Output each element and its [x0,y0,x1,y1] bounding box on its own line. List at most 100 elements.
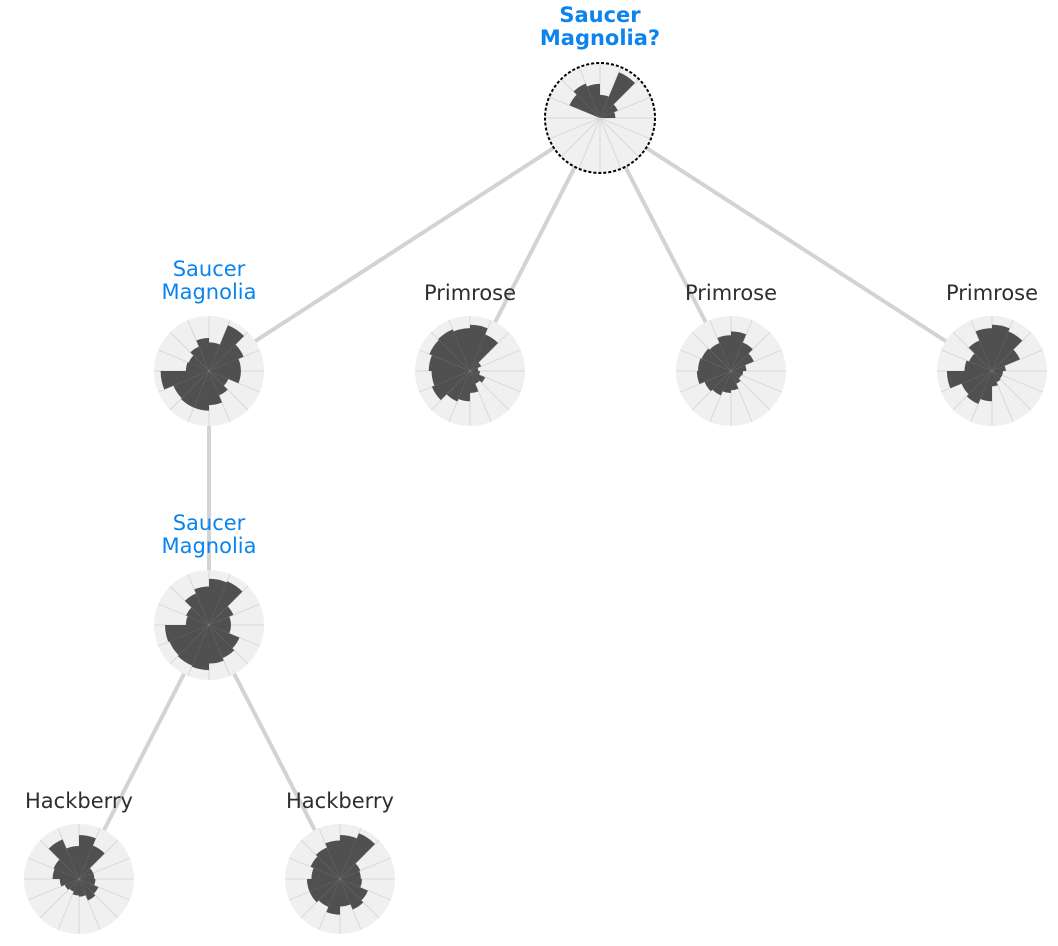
glyph-wedge [79,879,86,897]
glyph-grid-spoke [318,878,341,931]
glyph-grid-spoke [599,117,652,140]
glyph-wedge [209,371,241,384]
glyph-grid-spoke [318,827,341,880]
glyph-grid-spoke [730,370,783,393]
glyph-wedge [458,371,470,402]
glyph-wedge [193,371,209,411]
glyph-wedge [310,856,340,879]
glyph-wedge [64,879,79,890]
glyph-grid-spoke [208,585,249,626]
node-label-hackberry-1: Hackberry [25,789,133,813]
glyph-wedge [340,879,351,907]
glyph-wedge [600,112,616,118]
glyph-wedge [470,362,482,371]
glyph-wedge [992,365,1006,371]
glyph-wedge [696,371,731,385]
glyph-wedge [209,371,229,386]
node-label-saucer-magnolia-2: Saucer Magnolia [161,511,257,558]
glyph-wedge [438,329,470,371]
glyph-wedge [181,371,209,408]
glyph-wedge [209,606,234,625]
glyph-wedge [731,371,742,379]
glyph-wedge [470,371,486,383]
glyph-wedge [946,371,992,389]
glyph-wedge [194,586,209,625]
glyph-wedge [185,616,209,625]
glyph-wedge [712,371,731,396]
glyph-grid-spoke [548,96,601,119]
glyph-wedge [190,346,209,371]
glyph-wedge [325,840,340,879]
glyph-wedge [586,83,600,118]
tree-edges [77,116,994,880]
glyph-wedge [340,879,362,888]
glyph-wedge [48,839,79,879]
glyph-wedge [992,371,1003,376]
glyph-grid-spoke [578,117,601,170]
glyph-wedge [731,371,739,391]
glyph-wedge [318,879,340,907]
glyph-grid-spoke [187,573,210,626]
glyph-wedge [79,868,94,879]
glyph-grid-spoke [78,878,131,901]
glyph-wedge [701,348,731,371]
glyph-wedge [992,331,1023,371]
glyph-wedge [79,873,95,879]
glyph-wedge [428,355,470,371]
glyph-wedge [209,342,220,371]
glyph-wedge [72,879,79,896]
glyph-wedge [340,833,375,879]
glyph-wedge [731,342,753,371]
glyph-wedge [964,360,992,371]
glyph-wedge [209,625,232,634]
glyph-wedge [992,371,998,387]
glyph-grid-spoke [548,117,601,140]
glyph-wedge [573,83,600,118]
glyph-wedge [992,371,1003,379]
glyph-wedge [470,334,498,371]
glyph-wedge [569,94,600,118]
glyph-grid-spoke [339,878,362,931]
glyph-wedge [722,371,731,393]
glyph-grid-spoke [599,117,622,170]
glyph-wedge [992,324,1010,371]
glyph-grid-spoke [418,370,471,393]
glyph-wedge [961,371,992,395]
node-glyph-h1 [24,824,134,934]
glyph-wedge [340,879,368,901]
glyph-wedge [315,847,340,879]
glyph-wedge [52,868,79,879]
glyph-wedge [600,104,618,118]
glyph-grid-spoke [339,878,392,901]
glyph-wedge [980,371,992,402]
selection-ring [544,62,656,174]
glyph-wedge [79,835,96,879]
glyph-wedge [600,72,635,118]
glyph-wedge [66,846,79,879]
glyph-wedge [429,339,470,371]
glyph-grid-spoke [288,857,341,880]
glyph-wedge [209,625,224,664]
glyph-wedge [470,371,479,394]
glyph-grid-spoke [599,117,640,158]
glyph-wedge [186,607,209,625]
glyph-wedge [307,879,340,892]
glyph-wedge [704,371,731,392]
glyph-wedge [53,859,79,879]
glyph-wedge [191,625,209,671]
glyph-grid-spoke [187,624,210,677]
glyph-wedge [975,328,992,371]
glyph-grid-spoke [940,370,993,393]
glyph-wedge [79,879,96,901]
node-label-primrose-2: Primrose [684,281,778,305]
node-label-hackberry-2: Hackberry [286,789,394,813]
glyph-grid-spoke [730,319,753,372]
glyph-wedge [600,94,609,118]
glyph-wedge [731,365,747,371]
glyph-wedge [188,355,209,371]
glyph-wedge [160,371,209,390]
glyph-wedge [431,371,470,401]
glyph-grid-spoke [560,117,601,158]
glyph-wedge [326,879,340,915]
